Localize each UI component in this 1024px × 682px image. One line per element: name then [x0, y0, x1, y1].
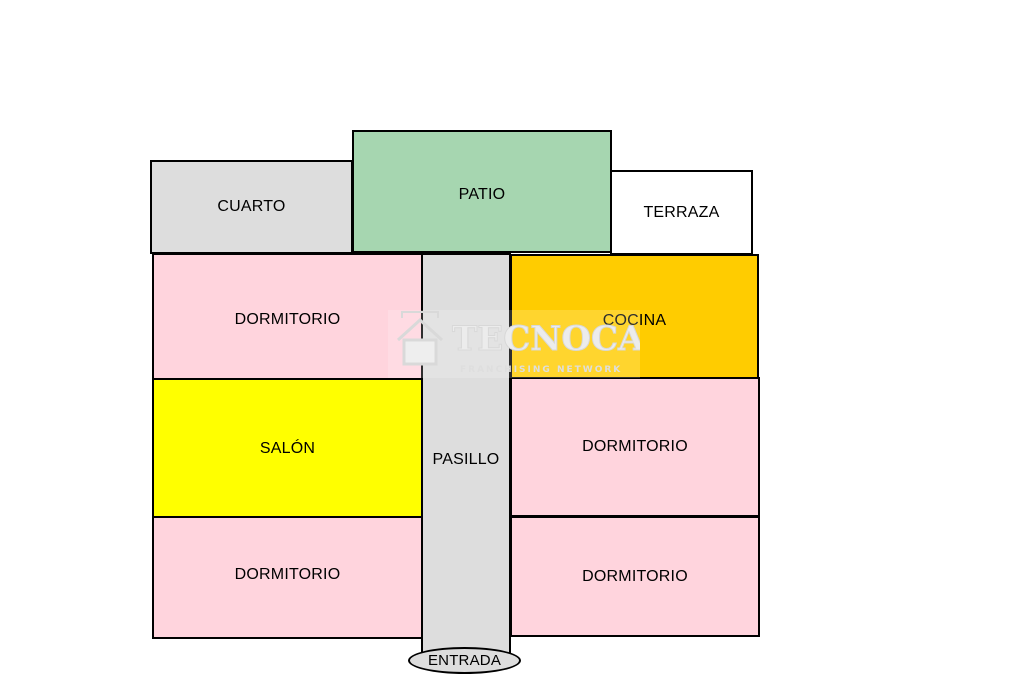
- room-dormitorio: DORMITORIO: [510, 377, 760, 517]
- room-label: COCINA: [602, 312, 667, 329]
- room-label: PASILLO: [432, 451, 500, 468]
- room-patio: PATIO: [352, 130, 612, 253]
- room-label: PATIO: [458, 186, 506, 203]
- room-dormitorio: DORMITORIO: [152, 253, 423, 380]
- room-label: TERRAZA: [643, 203, 720, 221]
- entrance-label: ENTRADA: [427, 652, 502, 669]
- room-label: DORMITORIO: [234, 311, 341, 328]
- room-pasillo: PASILLO: [421, 253, 511, 659]
- room-label: DORMITORIO: [582, 438, 688, 455]
- room-label: SALÓN: [259, 440, 316, 457]
- room-cocina: COCINA: [510, 254, 759, 379]
- entrance-marker: ENTRADA: [408, 647, 521, 674]
- room-dormitorio: DORMITORIO: [152, 516, 423, 639]
- room-terraza: TERRAZA: [610, 170, 753, 255]
- room-label: CUARTO: [217, 198, 286, 215]
- room-label: DORMITORIO: [582, 567, 688, 585]
- room-salon: SALÓN: [152, 378, 423, 518]
- room-label: DORMITORIO: [234, 566, 341, 583]
- room-cuarto: CUARTO: [150, 160, 353, 254]
- room-dormitorio: DORMITORIO: [510, 516, 760, 637]
